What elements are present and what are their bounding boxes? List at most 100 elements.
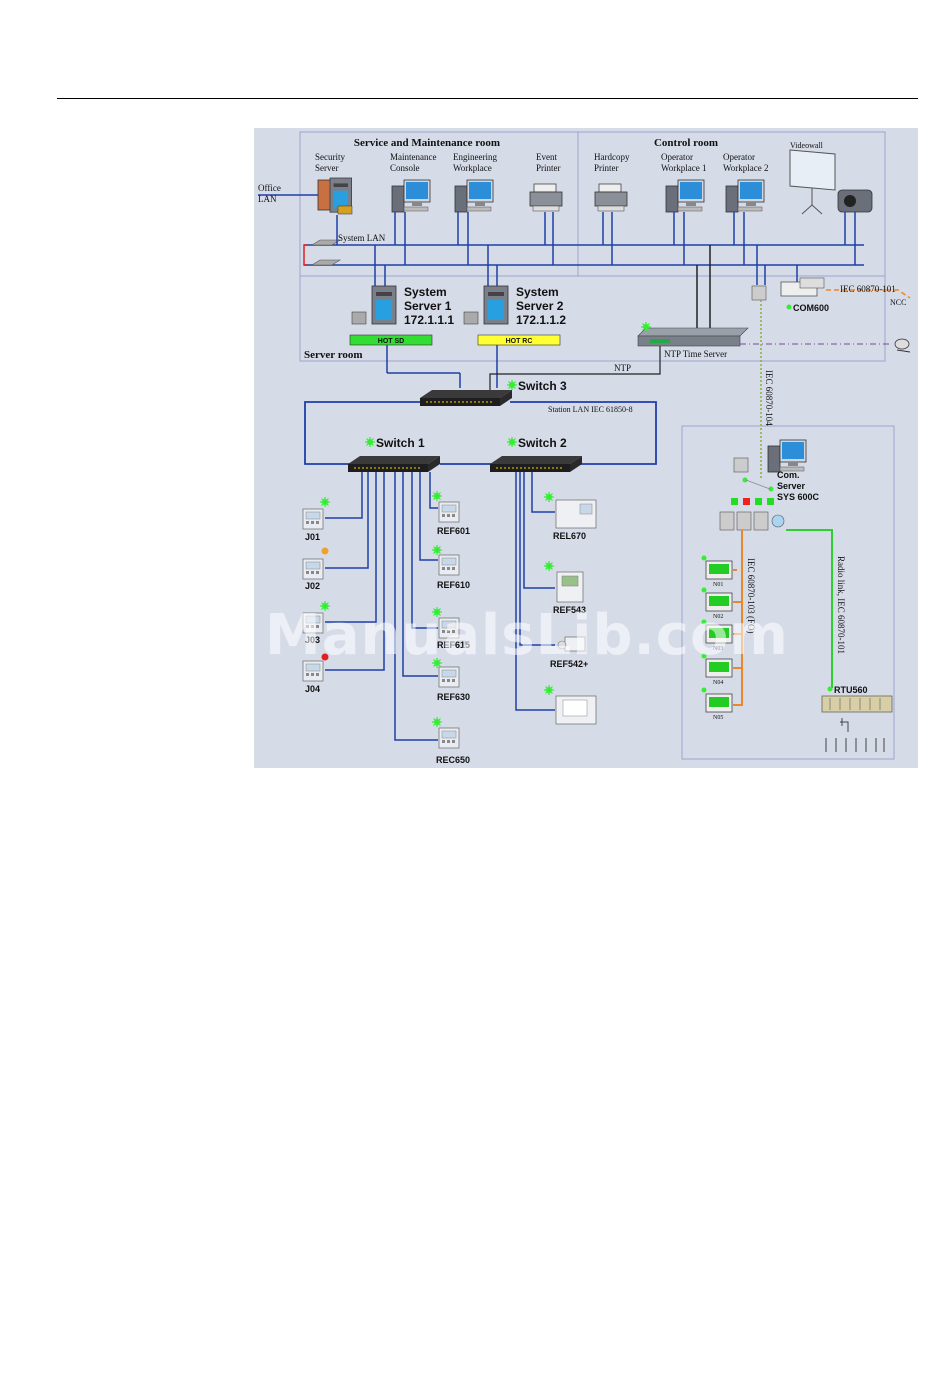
ied-ref543-label: REF543: [553, 605, 586, 615]
ied-rec650-icon: [438, 727, 460, 749]
switch-1-links: [325, 472, 438, 741]
server-1-label-2: Server 1: [404, 299, 452, 313]
iec103-label: IEC 60870-103 (FO): [746, 558, 756, 634]
maintenance-console-label-2: Console: [390, 163, 420, 173]
ied-ref601-icon: [438, 501, 460, 523]
iec101-top-label: IEC 60870-101: [840, 284, 896, 294]
diagram-background: [254, 128, 918, 768]
ntp-label: NTP: [614, 363, 631, 373]
operator-wp1-label-2: Workplace 1: [661, 163, 707, 173]
n03-label: N03: [713, 646, 723, 652]
com-server-label-3: SYS 600C: [777, 492, 820, 502]
n02-label: N02: [713, 614, 723, 620]
com600-label: COM600: [793, 303, 829, 313]
switch-3-icon: [419, 389, 513, 407]
service-room-title: Service and Maintenance room: [354, 137, 500, 149]
maintenance-console-label-1: Maintenance: [390, 152, 436, 162]
n04-label: N04: [713, 680, 723, 686]
engineering-workplace-label-1: Engineering: [453, 152, 497, 162]
switch-1-icon: [347, 455, 441, 473]
server-2-label-2: Server 2: [516, 299, 564, 313]
server-2-state-text: HOT RC: [506, 338, 533, 345]
ied-rec650-label: REC650: [436, 755, 470, 765]
ncc-label: NCC: [890, 298, 906, 307]
radio-link-label: Radio link, IEC 60870-101: [836, 556, 846, 654]
videowall-icon: [789, 149, 873, 215]
ied-j02-label: J02: [305, 581, 320, 591]
ied-j04-status: [321, 653, 329, 661]
control-room-title: Control room: [654, 137, 718, 149]
ied-rel670-icon: [555, 499, 597, 529]
security-server-label-2: Server: [315, 163, 339, 173]
com-server-modem-icon: [733, 457, 749, 473]
ied-ref630-label: REF630: [437, 692, 470, 702]
ied-ref610-icon: [438, 554, 460, 576]
security-server-label-1: Security: [315, 152, 345, 162]
system-lan-label: System LAN: [338, 233, 386, 243]
ied-j02-icon: [302, 558, 324, 580]
fiber-links: [733, 530, 743, 706]
switch-3-label: Switch 3: [518, 379, 567, 393]
switch-2-links: [515, 472, 555, 711]
server-2-state-badge: [477, 334, 561, 346]
event-printer-label-1: Event: [536, 152, 557, 162]
ied-ref542plus-icon: [557, 636, 586, 652]
security-server-icon: [317, 177, 353, 215]
com-server-label-2: Server: [777, 481, 806, 491]
ied-j03-label: J03: [305, 635, 320, 645]
com-server-label-1: Com.: [777, 470, 800, 480]
n01-label: N01: [713, 582, 723, 588]
server-1-label-1: System: [404, 285, 447, 299]
server-2-label-1: System: [516, 285, 559, 299]
engineering-workplace-label-2: Workplace: [453, 163, 492, 173]
operator-wp2-label-1: Operator: [723, 152, 755, 162]
event-printer-label-2: Printer: [536, 163, 561, 173]
n01-device-icon: [705, 560, 733, 580]
hardcopy-printer-label-1: Hardcopy: [594, 152, 630, 162]
ied-ref543-icon: [556, 571, 584, 603]
system-server-2-icon: [463, 285, 509, 325]
ied-ref601-label: REF601: [437, 526, 470, 536]
system-server-1-icon: [351, 285, 397, 325]
operator-wp1-label-1: Operator: [661, 152, 693, 162]
videowall-label: Videowall: [790, 141, 824, 150]
ied-hmi-panel-icon: [555, 695, 597, 725]
hardcopy-printer-label-2: Printer: [594, 163, 619, 173]
ntp-time-server-icon: [637, 327, 749, 347]
lan-switch-icon: [310, 239, 342, 266]
ied-j04-label: J04: [305, 684, 320, 694]
iec104-label: IEC 60870-104: [764, 370, 774, 426]
header-rule: [57, 98, 918, 99]
ied-rel670-label: REL670: [553, 531, 586, 541]
office-lan-label-2: LAN: [258, 194, 277, 204]
office-lan-label-1: Office: [258, 183, 281, 193]
ied-j02-status: [321, 547, 329, 555]
ied-ref610-label: REF610: [437, 580, 470, 590]
server-2-ip: 172.1.1.2: [516, 313, 566, 327]
ied-j01-icon: [302, 508, 324, 530]
server-room-title: Server room: [304, 349, 363, 361]
server-1-state-badge: [349, 334, 433, 346]
top-drops: [336, 212, 856, 300]
ied-ref542plus-label: REF542+: [550, 659, 588, 669]
server-1-ip: 172.1.1.1: [404, 313, 454, 327]
ied-j01-label: J01: [305, 532, 320, 542]
ntp-server-label: NTP Time Server: [664, 349, 727, 359]
watermark-text: ManualsLib.com: [265, 603, 789, 668]
rtu560-icon: [821, 695, 893, 713]
com600-gateway-icon: [751, 277, 825, 301]
operator-wp2-label-2: Workplace 2: [723, 163, 769, 173]
server-1-state-text: HOT SD: [378, 338, 404, 345]
gps-antenna-icon: [894, 338, 911, 353]
rtu-io-modules-icon: [825, 718, 885, 752]
com-server-rack-icon: [719, 511, 785, 531]
rtu560-label: RTU560: [834, 685, 868, 695]
switch-1-label: Switch 1: [376, 436, 425, 450]
server-room-box: [299, 275, 886, 362]
ied-ref615-label: REF615: [437, 640, 470, 650]
remote-box: [681, 425, 895, 760]
n05-device-icon: [705, 693, 733, 713]
station-lan-label: Station LAN IEC 61850-8: [548, 405, 633, 414]
ied-ref630-icon: [438, 666, 460, 688]
